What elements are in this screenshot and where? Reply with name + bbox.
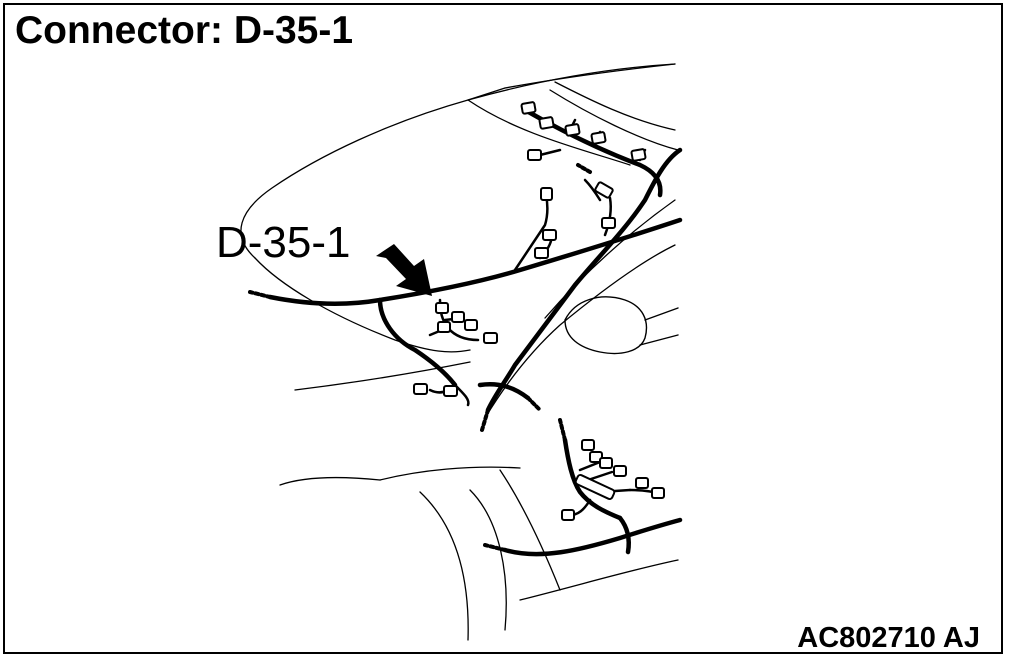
connector-roof-2 bbox=[538, 116, 555, 130]
connector-d-35-1-b bbox=[451, 311, 465, 323]
connector-roof-3 bbox=[564, 123, 581, 137]
connector-rear-4 bbox=[613, 465, 627, 477]
connector-lower-1 bbox=[413, 383, 428, 395]
connector-dash-3 bbox=[534, 247, 549, 259]
connector-rear-5 bbox=[635, 477, 649, 489]
connector-d-35-1-d bbox=[437, 321, 451, 333]
connector-pillar-2 bbox=[601, 217, 616, 229]
connector-rear-1 bbox=[581, 439, 595, 451]
connector-roof-5 bbox=[630, 148, 647, 162]
connector-rear-block bbox=[574, 474, 616, 500]
connector-dash-1 bbox=[540, 187, 553, 201]
connector-d-35-1-e bbox=[483, 332, 498, 344]
connector-rear-7 bbox=[561, 509, 575, 521]
callout-arrow bbox=[376, 244, 432, 296]
connector-rear-6 bbox=[651, 487, 665, 499]
wire-harness bbox=[267, 107, 683, 557]
connector-roof-6 bbox=[527, 149, 542, 161]
connector-lower-2 bbox=[443, 385, 458, 397]
wire-dash-ends bbox=[248, 163, 592, 552]
connector-d-35-1-a bbox=[435, 302, 449, 314]
connector-d-35-1-c bbox=[464, 319, 478, 331]
connectors bbox=[413, 101, 665, 521]
diagram-frame: Connector: D-35-1 bbox=[3, 3, 1003, 654]
diagram-title: Connector: D-35-1 bbox=[15, 9, 354, 52]
connector-roof-1 bbox=[520, 101, 537, 115]
car-body-outline bbox=[240, 63, 679, 641]
side-mirror bbox=[564, 296, 679, 355]
callout-label: D-35-1 bbox=[216, 218, 351, 267]
connector-rear-3 bbox=[599, 457, 613, 469]
connector-dash-2 bbox=[542, 229, 557, 241]
figure-id: AC802710 AJ bbox=[797, 622, 980, 654]
connector-roof-4 bbox=[590, 131, 607, 145]
connector-pillar-1 bbox=[594, 181, 614, 199]
